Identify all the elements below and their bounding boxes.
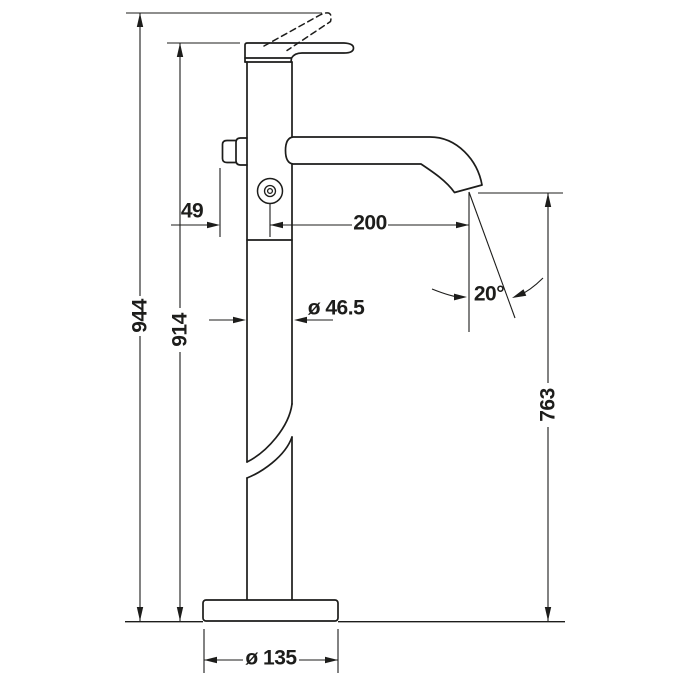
lever-raised-dashed-outline bbox=[263, 12, 332, 52]
dim-763-arrow-down bbox=[544, 607, 552, 621]
dim-914-label: 914 bbox=[169, 312, 192, 346]
dimension-135: ø 135 bbox=[203, 629, 339, 673]
angle-slanted-line bbox=[468, 191, 516, 319]
lever-collar-lines bbox=[244, 57, 293, 63]
base-flange bbox=[202, 599, 339, 622]
column-break-lower-curve bbox=[246, 436, 293, 479]
side-valve-flange bbox=[235, 137, 248, 166]
lever-handle bbox=[244, 42, 355, 63]
diverter-button-middle-circle bbox=[263, 184, 277, 198]
dim-944-label: 944 bbox=[129, 298, 152, 332]
dimension-46-5: ø 46.5 bbox=[209, 297, 366, 324]
dimension-49: 49 bbox=[171, 168, 221, 237]
column-break-upper-curve bbox=[246, 403, 293, 463]
dim-135-arrow-left bbox=[204, 656, 217, 664]
dim-135-arrow-right bbox=[325, 656, 338, 664]
diverter-button-outer-circle bbox=[256, 177, 284, 205]
dim-944-arrow-down bbox=[136, 607, 144, 621]
dim-200-arrow-left bbox=[270, 221, 283, 229]
side-valve-cap bbox=[221, 139, 237, 164]
dimension-200: 200 bbox=[269, 204, 469, 237]
dim-944-arrow-up bbox=[136, 13, 144, 27]
dim-49-arrow-right bbox=[207, 221, 220, 229]
dim-200-arrow-right bbox=[456, 221, 469, 229]
dim-20deg-label: 20° bbox=[474, 283, 504, 306]
dimension-914: 914 bbox=[167, 42, 240, 621]
dimension-944: 944 bbox=[126, 12, 322, 621]
dim-914-arrow-down bbox=[176, 607, 184, 621]
angle-arrow-left bbox=[454, 293, 467, 301]
dim-763-label: 763 bbox=[537, 388, 560, 422]
diverter-button-inner-circle bbox=[266, 187, 274, 195]
dim-914-arrow-up bbox=[176, 43, 184, 57]
dim-200-label: 200 bbox=[353, 212, 387, 235]
dim-135-label: ø 135 bbox=[245, 647, 297, 670]
dimension-20deg: 20° bbox=[431, 191, 544, 332]
angle-arrow-right bbox=[512, 289, 527, 298]
dim-46-5-arrow-right bbox=[233, 316, 246, 324]
dim-49-label: 49 bbox=[181, 200, 203, 223]
dim-46-5-label: ø 46.5 bbox=[308, 297, 365, 320]
faucet-outline bbox=[125, 12, 565, 623]
dim-46-5-arrow-left bbox=[294, 316, 307, 324]
dim-763-arrow-up bbox=[544, 193, 552, 207]
dimension-763: 763 bbox=[478, 192, 563, 621]
dimension-annotations: 944 914 49 200 bbox=[126, 12, 563, 673]
spout bbox=[284, 136, 483, 194]
